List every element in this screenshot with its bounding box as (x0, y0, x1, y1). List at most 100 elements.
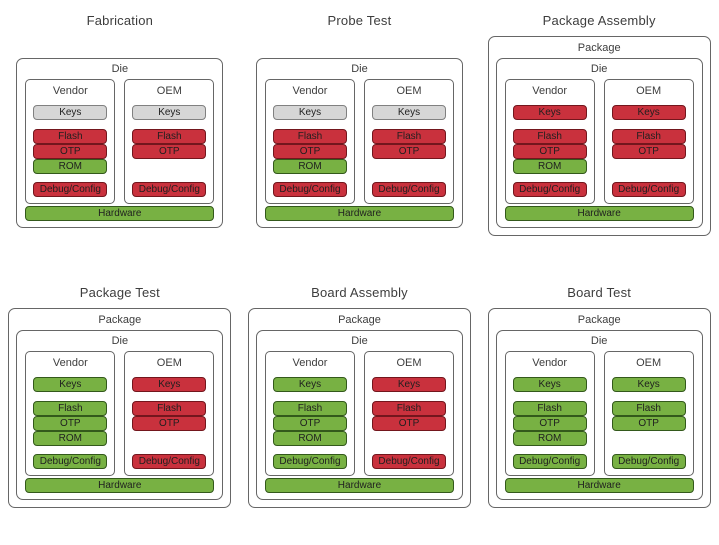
oem-otp-block: OTP (371, 416, 446, 431)
vendor-memory-group: Flash OTP ROM (272, 401, 347, 446)
stage-title: Package Test (79, 285, 160, 300)
vendor-label: Vendor (532, 357, 568, 369)
oem-flash-block: Flash (611, 129, 686, 144)
stage-title: Fabrication (86, 13, 154, 28)
oem-debug-config-block: Debug/Config (132, 182, 207, 197)
oem-memory-group: Flash OTP (611, 129, 686, 174)
vendor-rom-block: ROM (272, 431, 347, 446)
oem-otp-block: OTP (611, 144, 686, 159)
oem-debug-config-block: Debug/Config (371, 182, 446, 197)
stage: Package Assembly Package Die Vendor Keys… (479, 0, 719, 272)
oem-column: OEM Keys Flash OTP Debug/Config (124, 351, 215, 476)
columns: Vendor Keys Flash OTP ROM Debug/Config O… (25, 79, 215, 204)
oem-keys-block: Keys (132, 377, 207, 392)
vendor-rom-block: ROM (33, 431, 108, 446)
package-label: Package (577, 42, 621, 54)
oem-label: OEM (156, 85, 182, 97)
vendor-keys-block: Keys (33, 105, 108, 120)
oem-memory-group: Flash OTP (132, 129, 207, 174)
oem-label: OEM (396, 357, 422, 369)
oem-otp-block: OTP (132, 144, 207, 159)
package-box: Package Die Vendor Keys Flash OTP ROM De… (487, 308, 711, 508)
vendor-otp-block: OTP (272, 144, 347, 159)
columns: Vendor Keys Flash OTP ROM Debug/Config O… (504, 351, 694, 476)
oem-flash-block: Flash (132, 401, 207, 416)
vendor-keys-block: Keys (512, 377, 587, 392)
oem-label: OEM (636, 85, 662, 97)
vendor-otp-block: OTP (512, 144, 587, 159)
oem-otp-block: OTP (371, 144, 446, 159)
hardware-bar: Hardware (504, 206, 694, 221)
vendor-memory-group: Flash OTP ROM (33, 401, 108, 446)
oem-otp-block: OTP (132, 416, 207, 431)
hardware-bar: Hardware (264, 206, 454, 221)
columns: Vendor Keys Flash OTP ROM Debug/Config O… (25, 351, 215, 476)
die-box: Die Vendor Keys Flash OTP ROM Debug/Conf… (495, 58, 703, 228)
stage: Board Test Package Die Vendor Keys Flash… (479, 272, 719, 545)
oem-debug-config-block: Debug/Config (132, 454, 207, 469)
oem-otp-block: OTP (611, 416, 686, 431)
package-box: Package Die Vendor Keys Flash OTP ROM De… (487, 36, 711, 236)
vendor-flash-block: Flash (272, 129, 347, 144)
vendor-memory-group: Flash OTP ROM (272, 129, 347, 174)
package-box: Package Die Vendor Keys Flash OTP ROM De… (8, 36, 232, 236)
vendor-rom-block: ROM (512, 431, 587, 446)
die-label: Die (111, 63, 129, 75)
vendor-label: Vendor (292, 357, 328, 369)
stage-title: Package Assembly (542, 13, 656, 28)
die-label: Die (111, 335, 129, 347)
vendor-otp-block: OTP (33, 144, 108, 159)
oem-keys-block: Keys (132, 105, 207, 120)
vendor-keys-block: Keys (272, 105, 347, 120)
stage: Package Test Package Die Vendor Keys Fla… (0, 272, 240, 545)
vendor-debug-config-block: Debug/Config (512, 182, 587, 197)
columns: Vendor Keys Flash OTP ROM Debug/Config O… (504, 79, 694, 204)
hardware-bar: Hardware (25, 478, 215, 493)
vendor-flash-block: Flash (512, 129, 587, 144)
stage-title: Board Assembly (311, 285, 408, 300)
die-label: Die (590, 63, 608, 75)
vendor-keys-block: Keys (272, 377, 347, 392)
stage-title: Probe Test (327, 13, 392, 28)
vendor-flash-block: Flash (272, 401, 347, 416)
die-box: Die Vendor Keys Flash OTP ROM Debug/Conf… (495, 330, 703, 500)
vendor-flash-block: Flash (33, 401, 108, 416)
oem-memory-group: Flash OTP (132, 401, 207, 446)
package-label: Package (577, 314, 621, 326)
vendor-flash-block: Flash (33, 129, 108, 144)
oem-column: OEM Keys Flash OTP Debug/Config (363, 351, 454, 476)
die-box: Die Vendor Keys Flash OTP ROM Debug/Conf… (255, 58, 463, 228)
oem-column: OEM Keys Flash OTP Debug/Config (363, 79, 454, 204)
package-label: Package (338, 314, 381, 326)
hardware-bar: Hardware (264, 478, 454, 493)
oem-flash-block: Flash (371, 129, 446, 144)
vendor-keys-block: Keys (512, 105, 587, 120)
vendor-label: Vendor (52, 357, 88, 369)
vendor-rom-block: ROM (33, 159, 108, 174)
oem-memory-group: Flash OTP (371, 401, 446, 446)
die-label: Die (351, 63, 368, 75)
vendor-otp-block: OTP (272, 416, 347, 431)
vendor-rom-block: ROM (272, 159, 347, 174)
vendor-otp-block: OTP (33, 416, 108, 431)
oem-keys-block: Keys (371, 377, 446, 392)
vendor-debug-config-block: Debug/Config (272, 182, 347, 197)
oem-debug-config-block: Debug/Config (371, 454, 446, 469)
package-box: Package Die Vendor Keys Flash OTP ROM De… (247, 308, 471, 508)
oem-debug-config-block: Debug/Config (611, 454, 686, 469)
oem-column: OEM Keys Flash OTP Debug/Config (603, 351, 694, 476)
hardware-bar: Hardware (25, 206, 215, 221)
vendor-debug-config-block: Debug/Config (512, 454, 587, 469)
oem-label: OEM (396, 85, 422, 97)
oem-keys-block: Keys (611, 105, 686, 120)
oem-flash-block: Flash (611, 401, 686, 416)
stage: Board Assembly Package Die Vendor Keys F… (240, 272, 480, 545)
vendor-column: Vendor Keys Flash OTP ROM Debug/Config (25, 351, 116, 476)
vendor-otp-block: OTP (512, 416, 587, 431)
hardware-bar: Hardware (504, 478, 694, 493)
stage: Probe Test Package Die Vendor Keys Flash… (240, 0, 480, 272)
stage: Fabrication Package Die Vendor Keys Flas… (0, 0, 240, 272)
package-box: Package Die Vendor Keys Flash OTP ROM De… (247, 36, 471, 236)
oem-column: OEM Keys Flash OTP Debug/Config (124, 79, 215, 204)
